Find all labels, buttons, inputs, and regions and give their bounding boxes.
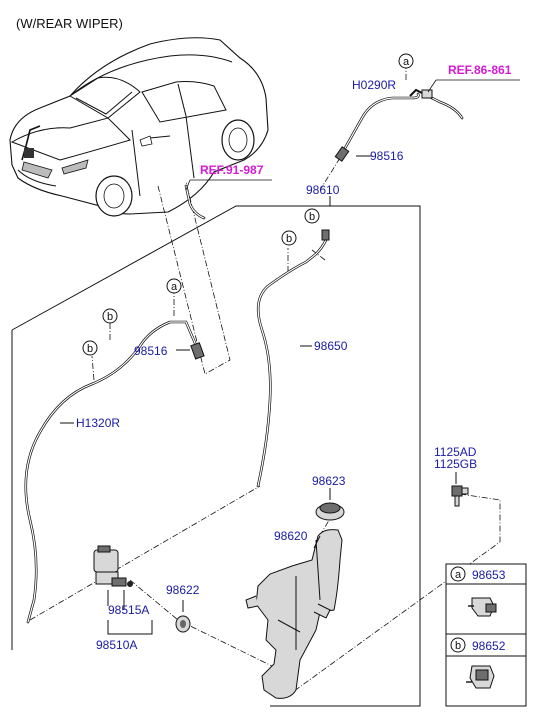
label-98515a: 98515A (108, 603, 149, 617)
svg-text:a: a (455, 569, 462, 581)
label-1125ad: 1125AD (434, 445, 477, 459)
legend-b: b 98652 (450, 637, 506, 689)
svg-text:b: b (455, 640, 461, 652)
washer-reservoir (245, 529, 343, 699)
washer-pump (93, 545, 133, 587)
svg-text:a: a (403, 56, 410, 68)
label-98620: 98620 (274, 529, 308, 543)
label-1125gb: 1125GB (434, 457, 477, 471)
callout-b-98610-left: b (281, 230, 297, 246)
label-98610: 98610 (306, 183, 340, 197)
callout-b-lower: b (82, 340, 98, 356)
callout-b-98610-right: b (304, 208, 320, 224)
legend-box: a 98653 b 98652 (445, 563, 527, 707)
svg-text:b: b (286, 233, 292, 245)
ref-91-987: REF.91-987 (185, 163, 272, 191)
label-h1320r: H1320R (76, 416, 120, 430)
label-98516-top: 98516 (370, 149, 404, 163)
label-98516-left: 98516 (134, 344, 168, 358)
bolt (451, 485, 469, 507)
svg-text:REF.86-861: REF.86-861 (448, 63, 512, 77)
svg-text:b: b (87, 343, 93, 355)
callout-a-top: a (398, 53, 414, 69)
callout-a-left: a (166, 278, 182, 294)
hose-98650 (256, 238, 328, 488)
assembly-outline (11, 205, 421, 707)
label-98650: 98650 (314, 339, 348, 353)
svg-text:a: a (171, 281, 178, 293)
label-h0290r: H0290R (352, 78, 396, 92)
callout-b-upper: b (102, 308, 118, 324)
legend-a: a 98653 (450, 566, 506, 617)
svg-text:b: b (107, 311, 113, 323)
label-98623: 98623 (312, 474, 346, 488)
label-98510a: 98510A (96, 638, 137, 652)
ref-86-861: REF.86-861 (427, 63, 520, 93)
legend-a-code: 98653 (472, 568, 506, 582)
car-illustration (9, 37, 269, 217)
grommet-98622 (175, 615, 191, 633)
label-98622: 98622 (166, 583, 200, 597)
variant-title: (W/REAR WIPER) (16, 16, 123, 31)
svg-text:REF.91-987: REF.91-987 (200, 163, 264, 177)
legend-b-code: 98652 (472, 639, 506, 653)
svg-text:b: b (309, 211, 315, 223)
reservoir-cap (315, 502, 345, 521)
